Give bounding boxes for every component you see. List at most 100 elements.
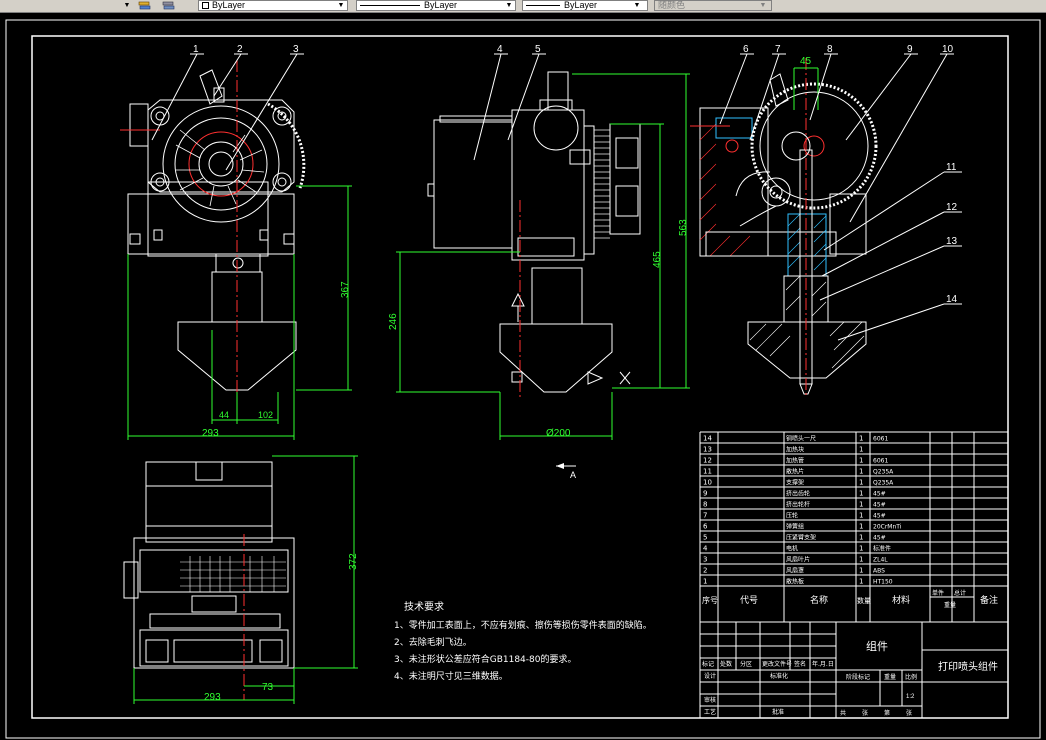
svg-text:标准化: 标准化 bbox=[770, 672, 788, 680]
balloon-10: 10 bbox=[942, 44, 954, 55]
svg-text:比例: 比例 bbox=[905, 673, 917, 681]
bom-cell: 材料 bbox=[892, 594, 910, 606]
properties-toolbar: ▼ ByLayer ▼ ByLayer ▼ ByLayer ▼ 随颜色 ▼ bbox=[0, 0, 1046, 13]
svg-text:张: 张 bbox=[906, 709, 912, 717]
bom-cell: 2 bbox=[703, 567, 707, 575]
svg-text:标记: 标记 bbox=[702, 660, 714, 668]
bom-cell: HT150 bbox=[873, 579, 893, 586]
bom-cell: 总计 bbox=[954, 589, 966, 597]
bom-cell: 1 bbox=[859, 457, 863, 465]
note-4: 4、未注明尺寸见三维数据。 bbox=[394, 670, 508, 682]
svg-text:阶段标记: 阶段标记 bbox=[846, 673, 870, 681]
dim-top-width: 293 bbox=[204, 692, 221, 703]
dim-front-height: 367 bbox=[340, 281, 351, 298]
bom-cell: Q235A bbox=[873, 469, 894, 476]
drawing-name: 打印喷头组件 bbox=[938, 660, 998, 673]
side-dimensions bbox=[396, 73, 690, 440]
layer-stack-icon[interactable] bbox=[138, 1, 151, 10]
bom-cell: 电机 bbox=[786, 545, 798, 553]
bom-cell: 11 bbox=[703, 468, 712, 476]
bom-cell: 1 bbox=[859, 567, 863, 575]
layer-states-icon[interactable] bbox=[162, 1, 175, 10]
bom-cell: 1 bbox=[859, 490, 863, 498]
chevron-down-icon[interactable]: ▼ bbox=[505, 2, 513, 9]
bom-cell: Q235A bbox=[873, 480, 894, 487]
bom-cell: 4 bbox=[703, 545, 708, 553]
title-block bbox=[699, 621, 1009, 719]
balloon-11: 11 bbox=[946, 162, 957, 173]
inner-frame bbox=[31, 35, 1009, 719]
bom-cell: 1 bbox=[859, 523, 863, 531]
balloon-3: 3 bbox=[293, 44, 299, 55]
balloon-leaders bbox=[151, 53, 962, 341]
svg-text:张: 张 bbox=[862, 709, 868, 717]
svg-text:第: 第 bbox=[884, 709, 890, 717]
dim-465: 465 bbox=[652, 251, 663, 268]
bom-cell: 1 bbox=[859, 435, 863, 443]
bom-cell: 13 bbox=[703, 446, 712, 454]
bom-cell: 加热管 bbox=[786, 457, 804, 465]
dim-diameter: Ø200 bbox=[546, 428, 571, 439]
bom-cell: 1 bbox=[859, 501, 863, 509]
bom-cell: 弹簧组 bbox=[786, 523, 804, 531]
bom-cell: 挤出齿轮 bbox=[786, 490, 810, 498]
balloon-6: 6 bbox=[743, 44, 749, 55]
chevron-down-icon[interactable]: ▼ bbox=[633, 2, 641, 9]
bom-cell: 1 bbox=[859, 534, 863, 542]
notes-title: 技术要求 bbox=[404, 600, 444, 613]
color-dropdown[interactable]: ByLayer bbox=[198, 0, 348, 11]
bom-cell: 1 bbox=[859, 556, 863, 564]
lineweight-dropdown[interactable]: ByLayer bbox=[522, 0, 648, 11]
balloon-1: 1 bbox=[193, 44, 199, 55]
chevron-down-icon[interactable]: ▼ bbox=[123, 2, 131, 9]
svg-text:批准: 批准 bbox=[772, 708, 784, 716]
bom-cell: 3 bbox=[703, 556, 707, 564]
bom-cell: 压轮 bbox=[786, 512, 798, 520]
balloon-2: 2 bbox=[237, 44, 243, 55]
balloon-5: 5 bbox=[535, 44, 541, 55]
bom-cell: 1 bbox=[703, 578, 707, 586]
chevron-down-icon[interactable]: ▼ bbox=[337, 2, 345, 9]
bom-cell: ABS bbox=[873, 568, 885, 575]
bom-cell: 1 bbox=[859, 512, 863, 520]
svg-text:A: A bbox=[570, 470, 576, 480]
note-3: 3、未注形状公差应符合GB1184-80的要求。 bbox=[394, 653, 576, 665]
bom-cell: 12 bbox=[703, 457, 712, 465]
section-view bbox=[699, 73, 878, 395]
bom-cell: ZL4L bbox=[873, 557, 888, 564]
svg-text:工艺: 工艺 bbox=[704, 708, 716, 716]
balloon-14: 14 bbox=[946, 294, 958, 305]
bom-cell: 标准件 bbox=[873, 545, 891, 553]
bom-cell: 备注 bbox=[980, 594, 998, 606]
bom-cell: 45# bbox=[873, 502, 886, 509]
outer-frame bbox=[5, 19, 1041, 739]
balloon-8: 8 bbox=[827, 44, 833, 55]
bom-cell: 数量 bbox=[857, 596, 871, 605]
bom-cell: 支撑架 bbox=[786, 479, 804, 487]
bom-cell: 7 bbox=[703, 512, 707, 520]
technical-requirements: 技术要求 1、零件加工表面上，不应有划痕、擦伤等损伤零件表面的缺陷。 2、去除毛… bbox=[394, 600, 652, 682]
bom-cell: 6061 bbox=[873, 458, 888, 465]
linetype-dropdown[interactable]: ByLayer bbox=[356, 0, 516, 11]
bom-cell: 8 bbox=[703, 501, 707, 509]
balloon-13: 13 bbox=[946, 236, 958, 247]
drawing-canvas[interactable]: 293 44 102 367 bbox=[0, 12, 1046, 740]
bom-cell: 45# bbox=[873, 513, 886, 520]
bom-cell: 代号 bbox=[740, 595, 758, 606]
bom-cell: 6061 bbox=[873, 436, 888, 443]
balloon-9: 9 bbox=[907, 44, 913, 55]
svg-text:签名: 签名 bbox=[794, 660, 806, 668]
bom-cell: 压紧臂支架 bbox=[786, 534, 816, 542]
svg-text:重量: 重量 bbox=[884, 673, 896, 681]
bom-cell: 风扇叶片 bbox=[786, 556, 810, 564]
svg-text:审核: 审核 bbox=[704, 696, 716, 704]
bom-cell: 20CrMnTi bbox=[873, 524, 902, 531]
balloon-7: 7 bbox=[775, 44, 781, 55]
bom-cell: 5 bbox=[703, 534, 707, 542]
svg-text:更改文件号: 更改文件号 bbox=[762, 660, 792, 668]
svg-text:年.月.日: 年.月.日 bbox=[812, 660, 834, 668]
bom-cell: 序号 bbox=[702, 595, 718, 605]
svg-text:处数: 处数 bbox=[720, 660, 732, 668]
bom-cell: 加热块 bbox=[786, 446, 804, 454]
